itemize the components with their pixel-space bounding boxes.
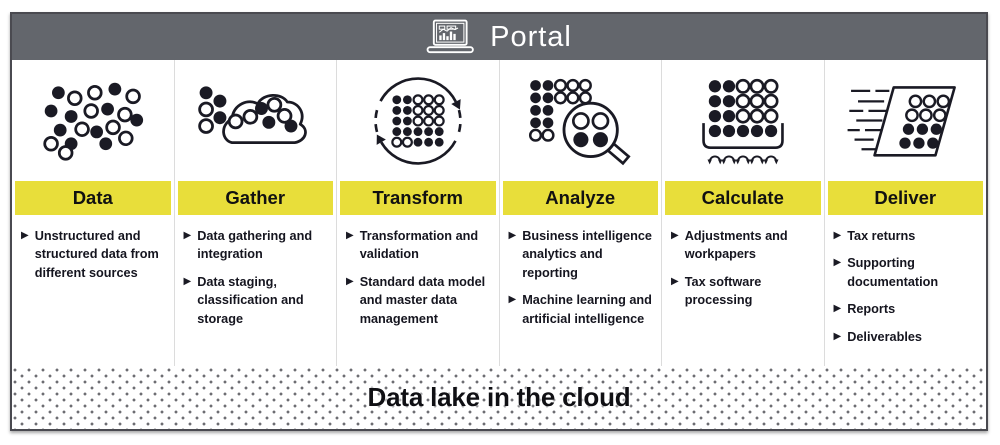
bullet-arrow-icon: ▶ [833, 257, 842, 269]
bullet-text: Adjustments and workpapers [684, 229, 788, 262]
bullet-item: ▶ Supporting documentation [834, 254, 981, 291]
bullet-item: ▶ Tax returns [834, 227, 981, 245]
calculate-icon-area [662, 60, 824, 181]
stage-label-transform: Transform [340, 181, 496, 215]
scattered-data-dots-icon [43, 82, 143, 161]
bullet-text: Data staging, classification and storage [197, 274, 304, 326]
stage-label-analyze: Analyze [502, 181, 658, 215]
column-data: Data ▶ Unstructured and structured data … [12, 60, 175, 366]
stage-label-text: Data [72, 187, 113, 208]
portal-header: Portal [12, 14, 986, 60]
column-transform: Transform ▶ Transformation and validatio… [337, 60, 500, 366]
bullet-text: Supporting documentation [847, 256, 939, 289]
bullet-list: ▶ Tax returns ▶ Supporting documentation… [825, 215, 987, 346]
bullet-arrow-icon: ▶ [833, 330, 842, 342]
laptop-chart-icon [426, 19, 474, 54]
bullet-text: Reports [847, 302, 896, 317]
transform-cycle-dots-icon [374, 76, 462, 165]
bullet-text: Unstructured and structured data from di… [34, 229, 159, 280]
stage-label-text: Deliver [874, 187, 937, 208]
bullet-text: Tax software processing [684, 274, 762, 308]
bullet-item: ▶ Reports [834, 300, 981, 318]
bullet-list: ▶ Adjustments and workpapers ▶ Tax softw… [662, 215, 824, 310]
bullet-item: ▶ Transformation and validation [346, 227, 493, 264]
bullet-text: Business intelligence analytics and repo… [522, 229, 652, 280]
bullet-item: ▶ Adjustments and workpapers [671, 227, 818, 264]
stage-label-calculate: Calculate [665, 181, 821, 215]
bullet-arrow-icon: ▶ [183, 275, 192, 287]
transform-icon-area [337, 60, 499, 181]
bullet-arrow-icon: ▶ [833, 230, 842, 241]
bullet-arrow-icon: ▶ [833, 303, 842, 315]
bullet-item: ▶ Business intelligence analytics and re… [509, 227, 656, 282]
bullet-arrow-icon: ▶ [508, 230, 517, 241]
stage-label-text: Analyze [545, 187, 616, 208]
bullet-item: ▶ Unstructured and structured data from … [21, 227, 168, 282]
bullet-item: ▶ Machine learning and artificial intell… [509, 291, 656, 328]
bullet-arrow-icon: ▶ [671, 230, 679, 241]
calculate-tray-dots-icon [701, 78, 784, 165]
bullet-arrow-icon: ▶ [346, 275, 354, 287]
portal-title: Portal [490, 20, 572, 53]
bullet-list: ▶ Unstructured and structured data from … [12, 215, 174, 282]
gather-icon-area [175, 60, 337, 181]
column-analyze: Analyze ▶ Business intelligence analytic… [500, 60, 662, 366]
stage-columns: Data ▶ Unstructured and structured data … [12, 60, 986, 366]
bullet-item: ▶ Data gathering and integration [184, 227, 331, 264]
deliver-document-dots-icon [847, 86, 957, 157]
bullet-arrow-icon: ▶ [183, 230, 192, 241]
bullet-item: ▶ Data staging, classification and stora… [184, 273, 331, 328]
data-icon-area [12, 60, 174, 181]
dot-pattern-background [12, 366, 986, 429]
column-gather: Gather ▶ Data gathering and integration … [175, 60, 337, 366]
bullet-text: Tax returns [847, 229, 916, 243]
bullet-item: ▶ Deliverables [834, 328, 981, 346]
footer-title: Data lake in the cloud [367, 382, 631, 412]
bullet-arrow-icon: ▶ [671, 275, 679, 287]
stage-label-text: Gather [225, 187, 286, 208]
analyze-icon-area [500, 60, 662, 181]
bullet-list: ▶ Business intelligence analytics and re… [500, 215, 662, 328]
bullet-arrow-icon: ▶ [346, 230, 354, 241]
infographic-card: Portal [10, 12, 988, 431]
bullet-item: ▶ Tax software processing [671, 273, 818, 310]
bullet-text: Data gathering and integration [197, 229, 313, 262]
bullet-text: Standard data model and master data mana… [359, 274, 486, 326]
footer-data-lake: Data lake in the cloud [12, 366, 986, 429]
column-deliver: Deliver ▶ Tax returns ▶ Supporting docum… [825, 60, 987, 366]
bullet-arrow-icon: ▶ [21, 230, 29, 241]
bullet-text: Transformation and validation [359, 229, 479, 262]
bullet-list: ▶ Transformation and validation ▶ Standa… [337, 215, 499, 328]
stage-label-gather: Gather [177, 181, 333, 215]
stage-label-text: Transform [372, 187, 463, 208]
analyze-magnifier-dots-icon [529, 78, 631, 165]
bullet-text: Deliverables [847, 329, 922, 344]
bullet-text: Machine learning and artificial intellig… [522, 293, 652, 326]
bullet-arrow-icon: ▶ [508, 294, 517, 306]
bullet-list: ▶ Data gathering and integration ▶ Data … [175, 215, 337, 328]
stage-label-text: Calculate [701, 187, 784, 208]
cloud-gather-dots-icon [198, 86, 308, 145]
column-calculate: Calculate ▶ Adjustments and workpapers ▶… [662, 60, 825, 366]
bullet-item: ▶ Standard data model and master data ma… [346, 273, 493, 328]
deliver-icon-area [825, 60, 987, 181]
stage-label-data: Data [15, 181, 171, 215]
stage-label-deliver: Deliver [827, 181, 983, 215]
